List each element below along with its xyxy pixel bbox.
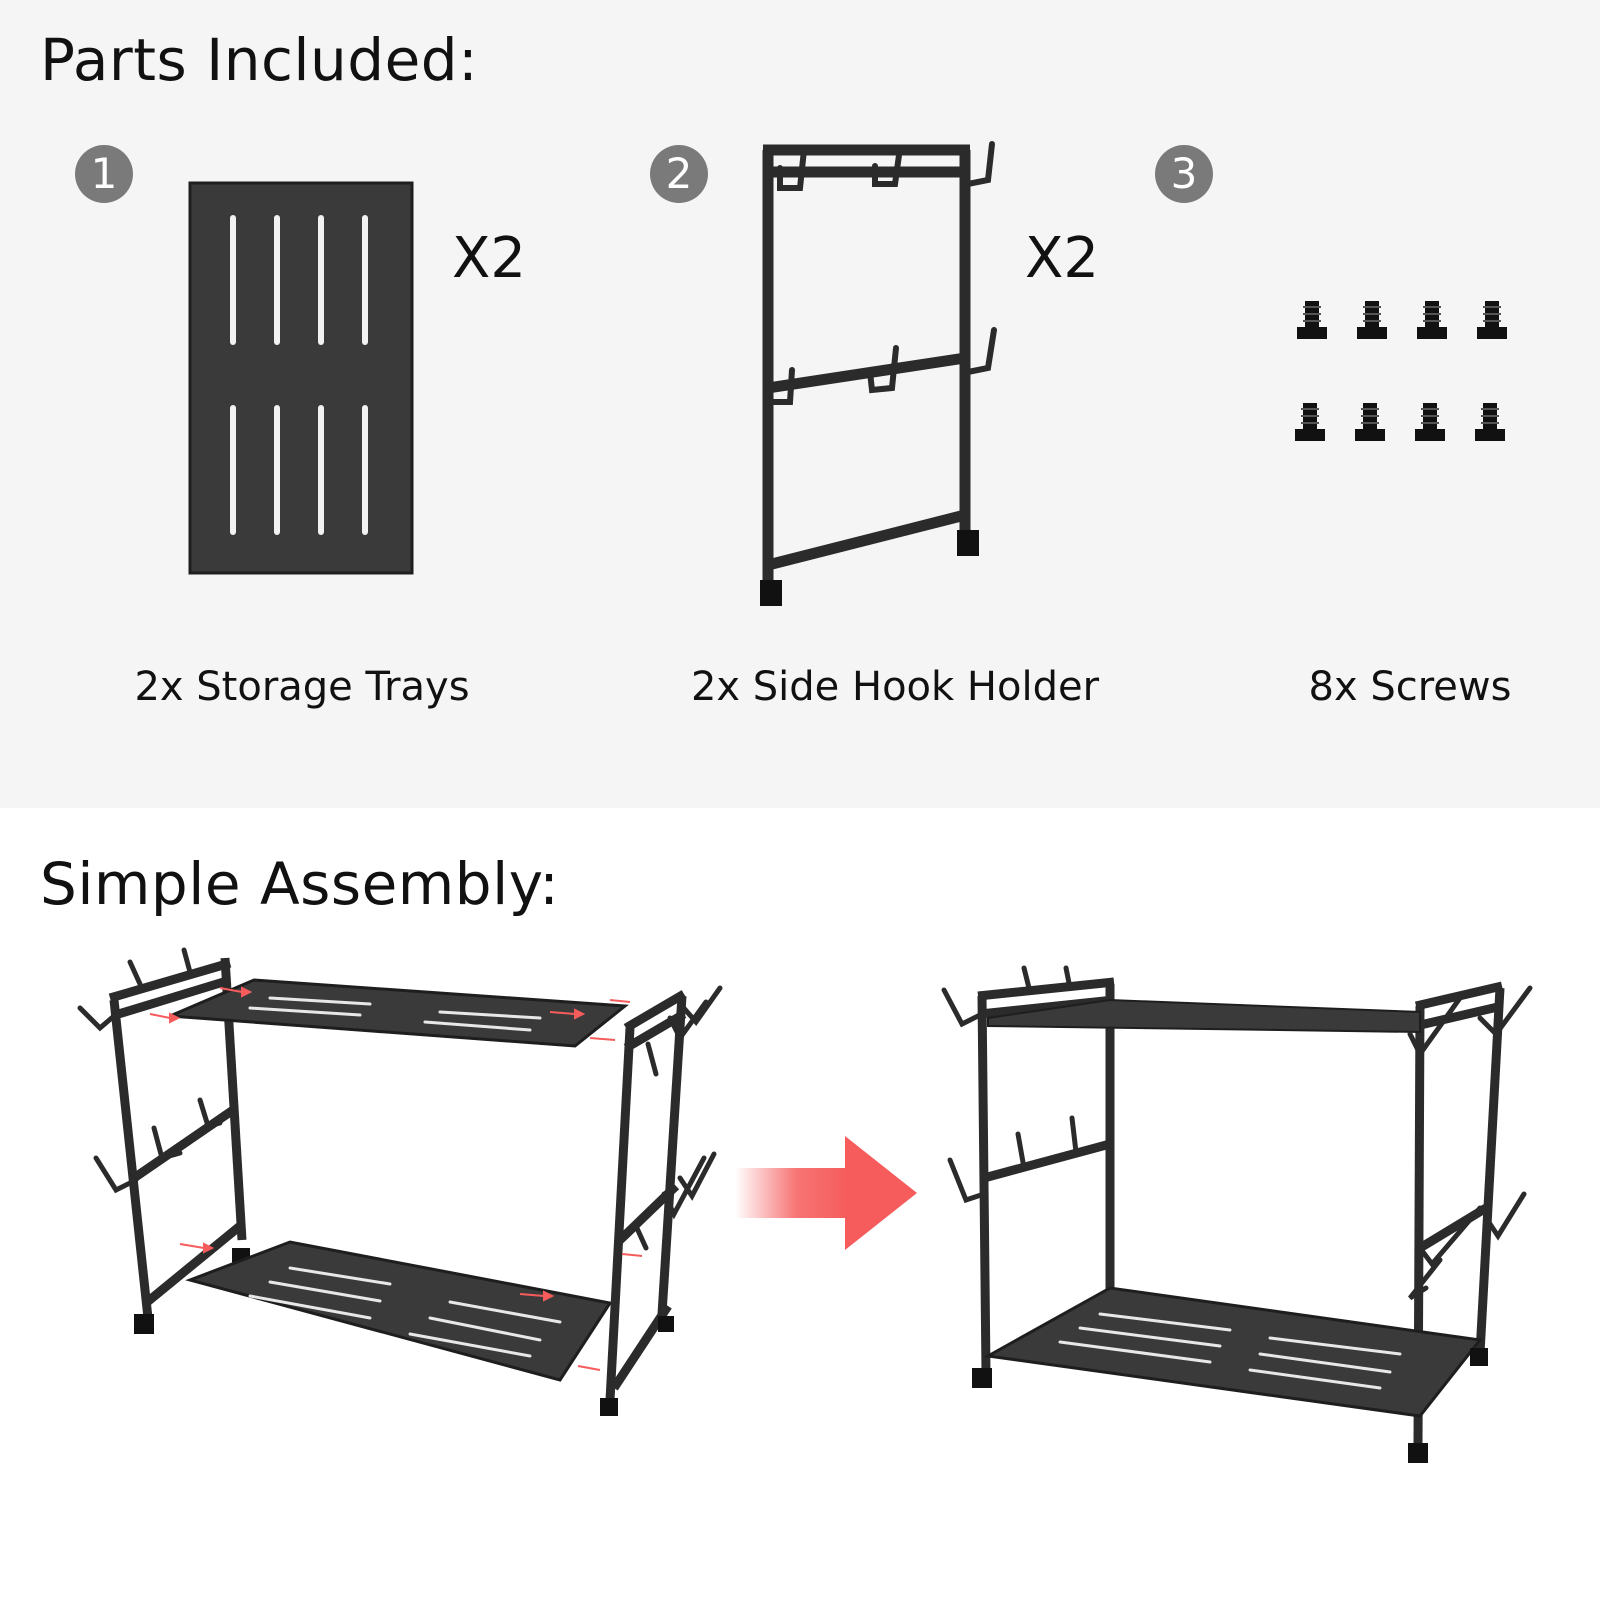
item-1-label: 2x Storage Trays: [134, 664, 470, 710]
exploded-assembly-diagram: [77, 947, 723, 1416]
screw-icon: [1294, 300, 1508, 442]
item-2-number-badge: 2: [650, 145, 708, 203]
item-3-label: 8x Screws: [1308, 664, 1512, 710]
assembly-arrow-icon: [735, 1136, 917, 1250]
item-2-label: 2x Side Hook Holder: [690, 664, 1100, 710]
simple-assembly-title: Simple Assembly:: [40, 850, 560, 918]
item-1-number-badge: 1: [75, 145, 133, 203]
parts-included-section: Parts Included: 1 X2 2x Storage Trays 2: [40, 26, 1512, 710]
parts-included-title: Parts Included:: [40, 26, 479, 94]
side-hook-holder-icon: [760, 141, 997, 606]
assembled-rack-diagram: [941, 965, 1533, 1463]
item-1-quantity: X2: [452, 226, 526, 291]
item-2-quantity: X2: [1025, 226, 1099, 291]
storage-tray-icon: [188, 181, 414, 575]
item-3-number-badge: 3: [1155, 145, 1213, 203]
simple-assembly-section: Simple Assembly:: [0, 808, 1600, 1600]
